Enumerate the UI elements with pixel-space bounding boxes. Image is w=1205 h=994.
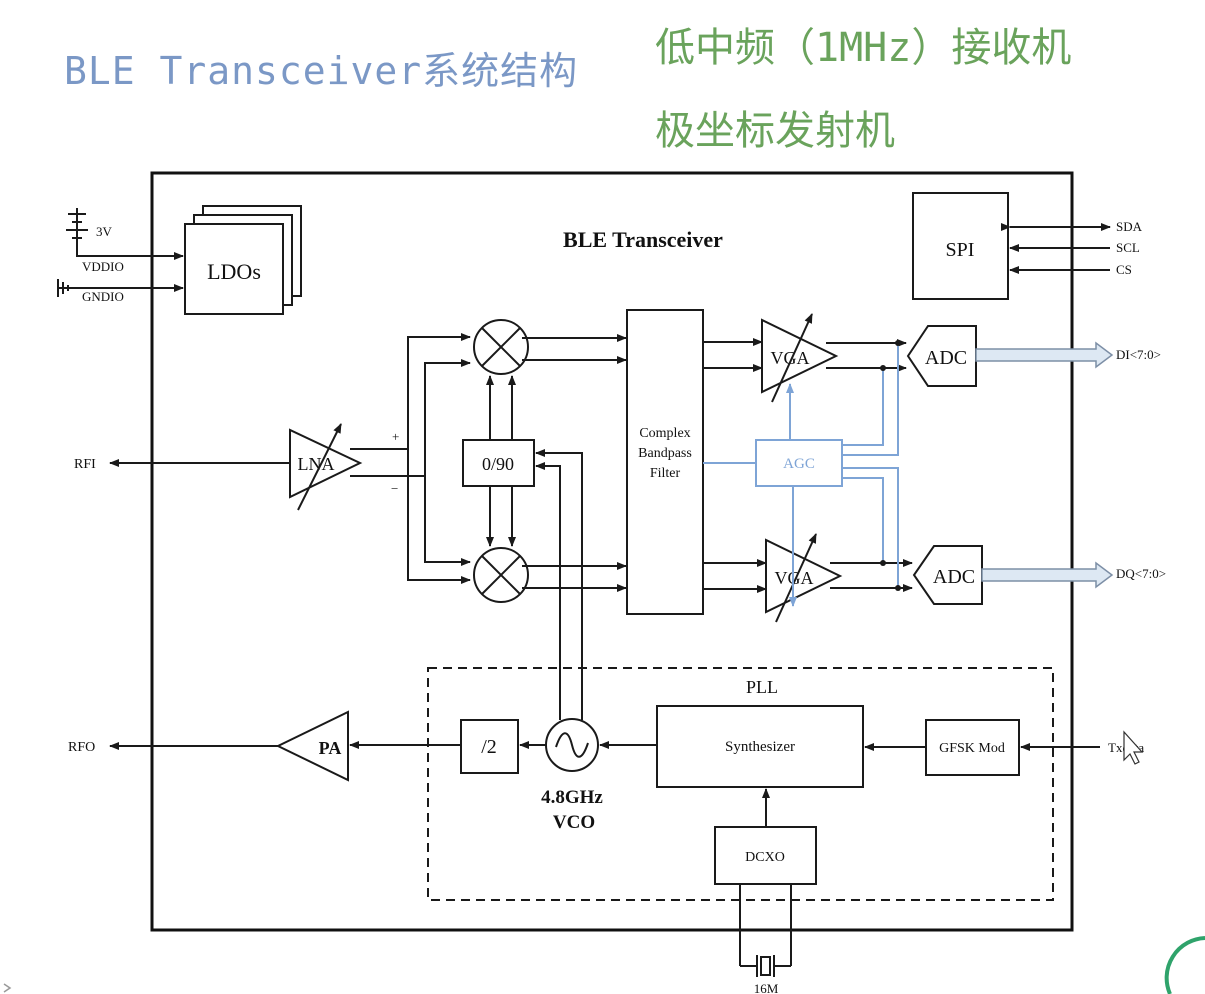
- mixer-q: [473, 547, 529, 603]
- bus-arrow-di: [975, 341, 1114, 369]
- vga-i-amplifier: [761, 318, 839, 394]
- bandpass-filter-block: [626, 309, 704, 615]
- bus-arrow-dq: [981, 561, 1114, 589]
- pll-label: PLL: [746, 677, 778, 697]
- nav-arrow-icon: [3, 983, 12, 993]
- transmitter-note: 极坐标发射机: [655, 108, 895, 154]
- filter-label-line2: Bandpass: [638, 446, 692, 461]
- vco-label: VCO: [553, 812, 595, 833]
- nav-button-icon: [1164, 936, 1205, 994]
- lna-minus-label: −: [391, 481, 398, 496]
- chip-border: [150, 171, 1074, 932]
- vga-q-amplifier: [765, 538, 843, 614]
- synthesizer-block: [656, 705, 864, 788]
- dcxo-label: DCXO: [745, 850, 785, 865]
- receiver-note: 低中频（1MHz）接收机: [655, 25, 1072, 71]
- lna-plus-label: +: [392, 429, 399, 444]
- sda-label: SDA: [1116, 219, 1143, 234]
- adc-i-label: ADC: [925, 347, 967, 369]
- vddio-label: VDDIO: [82, 259, 124, 274]
- slide-title: BLE Transceiver系统结构: [64, 49, 579, 93]
- ldo-block: [184, 205, 302, 315]
- adc-i-block: [906, 325, 977, 387]
- battery-icon: [66, 208, 88, 246]
- agc-label: AGC: [783, 456, 815, 472]
- divider-block: [460, 719, 519, 774]
- vco-frequency-label: 4.8GHz: [541, 787, 603, 808]
- pll-region: [427, 667, 1054, 901]
- scl-label: SCL: [1116, 240, 1140, 255]
- crystal-icon: [756, 955, 775, 977]
- mixer-i: [473, 319, 529, 375]
- lna-label: LNA: [298, 454, 335, 474]
- lna-amplifier: [289, 428, 363, 499]
- rfo-label: RFO: [68, 740, 95, 755]
- mouse-cursor-icon: [1123, 730, 1144, 765]
- filter-label-line3: Filter: [650, 466, 681, 481]
- pa-amplifier: [275, 710, 349, 782]
- vco-oscillator: [545, 718, 599, 772]
- agc-block: [755, 439, 843, 487]
- rfi-label: RFI: [74, 457, 96, 472]
- divider-label: /2: [481, 736, 497, 758]
- cs-label: CS: [1116, 262, 1132, 277]
- crystal-freq-label: 16M: [754, 981, 779, 994]
- di-output-label: DI<7:0>: [1116, 347, 1161, 362]
- ldo-label: LDOs: [207, 259, 261, 284]
- phase-splitter-block: [462, 439, 535, 487]
- vga-i-label: VGA: [771, 348, 810, 368]
- supply-voltage-label: 3V: [96, 224, 113, 239]
- chip-title: BLE Transceiver: [563, 227, 723, 252]
- adc-q-label: ADC: [933, 566, 975, 588]
- gfsk-mod-label: GFSK Mod: [939, 741, 1005, 756]
- filter-label-line1: Complex: [639, 426, 690, 441]
- gndio-label: GNDIO: [82, 289, 124, 304]
- spi-label: SPI: [946, 239, 975, 261]
- phase-splitter-label: 0/90: [482, 454, 514, 474]
- dcxo-block: [714, 826, 817, 885]
- spi-block: [912, 192, 1009, 300]
- adc-q-block: [912, 545, 983, 605]
- synthesizer-label: Synthesizer: [725, 739, 795, 755]
- dq-output-label: DQ<7:0>: [1116, 566, 1166, 581]
- pa-label: PA: [319, 738, 342, 758]
